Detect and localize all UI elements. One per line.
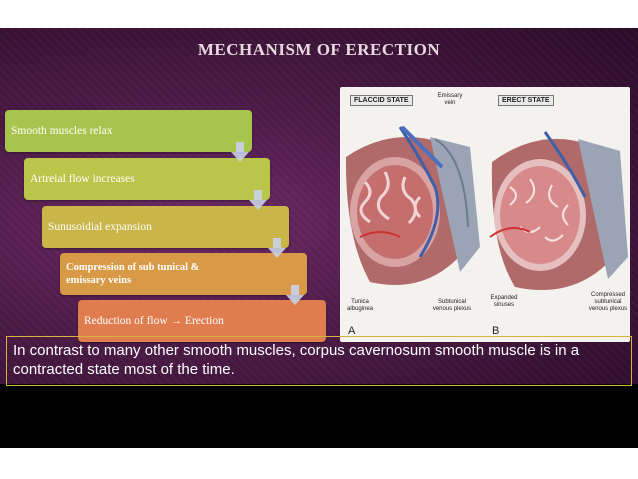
flaccid-cross-section	[345, 125, 480, 285]
emissary-vein-label: Emissary vein	[437, 93, 463, 106]
corpus-cavernosum-drawing	[345, 125, 628, 290]
step-arterial-flow-increases: Artreial flow increases	[24, 158, 270, 200]
flaccid-state-label: FLACCID STATE	[350, 95, 413, 106]
step-compression-veins: Compression of sub tunical & emissary ve…	[60, 253, 307, 295]
step-reduction-of-flow: Reduction of flow → Erection	[78, 300, 326, 342]
panel-a-letter: A	[348, 325, 356, 337]
erect-cross-section	[489, 131, 628, 290]
compressed-subtunical-label: Compressed subtunical venous plexus	[588, 292, 628, 312]
down-arrow-icon	[286, 285, 304, 305]
expanded-sinuses-label: Expanded sinuses	[490, 295, 518, 308]
panel-b-letter: B	[492, 325, 500, 337]
anatomy-illustration: FLACCID STATE Emissary vein Tunica albug…	[340, 87, 630, 342]
step-label: Artreial flow increases	[30, 173, 135, 185]
step-label-line2: emissary veins	[66, 275, 132, 286]
down-arrow-icon	[231, 142, 249, 162]
step-label: Sunusoidial expansion	[48, 221, 152, 233]
subtunical-venous-plexus-label: Subtunical venous plexus	[432, 299, 472, 312]
tunica-albuginea-label: Tunica albuginea	[346, 299, 374, 312]
down-arrow-icon	[268, 238, 286, 258]
caption-text: In contrast to many other smooth muscles…	[6, 336, 632, 386]
down-arrow-icon	[249, 190, 267, 210]
slide-title: MECHANISM OF ERECTION	[197, 40, 441, 59]
step-smooth-muscles-relax: Smooth muscles relax	[5, 110, 252, 152]
step-label: Smooth muscles relax	[11, 125, 113, 137]
erect-state-label: ERECT STATE	[498, 95, 554, 106]
step-label: Reduction of flow → Erection	[84, 315, 224, 327]
step-sinusoidal-expansion: Sunusoidial expansion	[42, 206, 289, 248]
step-label: Compression of sub tunical &	[66, 262, 200, 273]
